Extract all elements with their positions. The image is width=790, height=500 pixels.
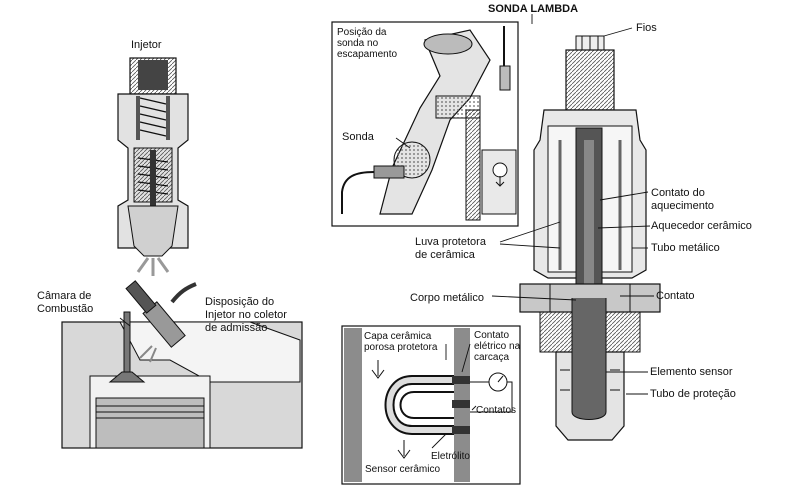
contacts-label: Contatos	[476, 405, 517, 416]
ceramic-sleeve-label: Luva protetora de cerâmica	[415, 236, 486, 261]
ceramic-heater-label: Aquecedor cerâmico	[651, 220, 752, 232]
sensor-position-label: Posição da sonda no escapamento	[337, 27, 398, 60]
heater-contact-label: Contato do aquecimento	[651, 187, 714, 212]
injector-label: Injetor	[131, 39, 162, 51]
contact-label: Contato	[656, 290, 695, 302]
sensor-position-illustration	[331, 21, 519, 227]
ceramic-sensor-label: Sensor cerâmico	[365, 464, 441, 475]
housing-contact-label: Contato elétrico na carcaça	[474, 330, 521, 363]
sensing-element-label: Elemento sensor	[650, 366, 733, 378]
metal-tube-label: Tubo metálico	[651, 242, 720, 254]
lambda-sensor-cross-section	[519, 35, 661, 441]
sensor-detail-illustration	[341, 325, 521, 485]
injector-illustration	[117, 57, 189, 276]
electrolyte-label: Eletrólito	[431, 451, 470, 462]
combustion-chamber-label: Câmara de Combustão	[37, 290, 94, 315]
sensor-label: Sonda	[342, 131, 374, 143]
metal-body-label: Corpo metálico	[410, 292, 484, 304]
injector-arrangement-label: Disposição do Injetor no coletor de admi…	[205, 296, 287, 334]
wires-label: Fios	[636, 22, 657, 34]
leader-lines	[119, 14, 654, 449]
combustion-chamber-illustration	[61, 280, 303, 449]
protection-tube-label: Tubo de proteção	[650, 388, 736, 400]
lambda-sensor-title: SONDA LAMBDA	[488, 3, 579, 15]
porous-cap-label: Capa cerâmica porosa protetora	[364, 331, 438, 353]
